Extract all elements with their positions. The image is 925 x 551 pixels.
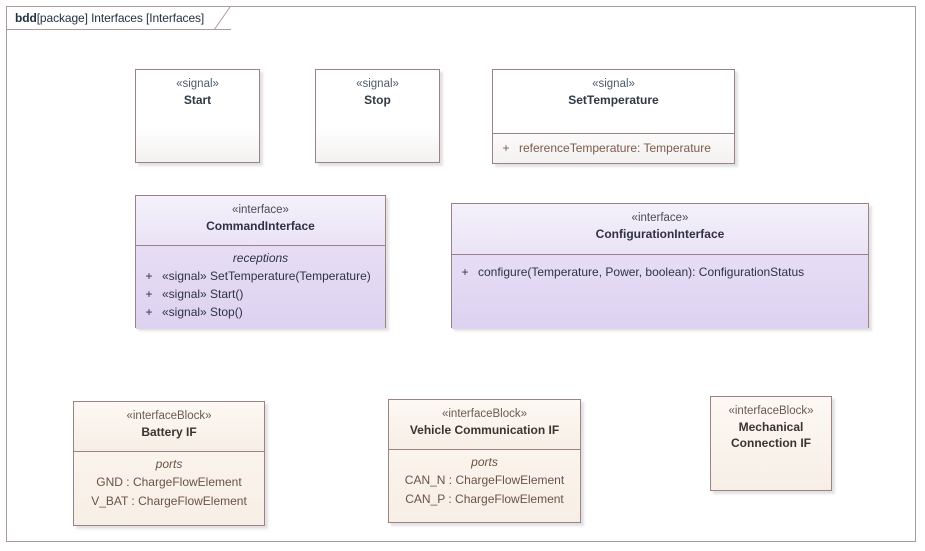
ports-title: ports [155, 457, 183, 471]
node-command-interface[interactable]: «interface» CommandInterface receptions … [135, 195, 386, 329]
operation-visibility: + [461, 265, 469, 279]
start-signal-name: Start [183, 93, 212, 107]
node-set-temperature-signal[interactable]: «signal» SetTemperature + referenceTempe… [492, 69, 735, 164]
battery-if-header: «interfaceBlock» Battery IF [74, 402, 264, 451]
stop-signal-name: Stop [364, 93, 391, 107]
battery-if-ports-compartment: ports GND : ChargeFlowElement V_BAT : Ch… [74, 451, 264, 525]
diagram-title-text: [package] Interfaces [Interfaces] [36, 11, 205, 25]
node-battery-if[interactable]: «interfaceBlock» Battery IF ports GND : … [73, 401, 265, 526]
reception-visibility: + [145, 269, 153, 283]
node-vehicle-communication-if[interactable]: «interfaceBlock» Vehicle Communication I… [388, 399, 581, 523]
mechanical-connection-if-stereotype: «interfaceBlock» [728, 405, 814, 417]
command-interface-name: CommandInterface [206, 219, 315, 233]
node-mechanical-connection-if[interactable]: «interfaceBlock» Mechanical Connection I… [710, 396, 832, 491]
diagram-title-keyword: bdd [15, 11, 37, 25]
attribute-visibility: + [502, 141, 510, 155]
ports-title: ports [471, 455, 498, 469]
port-row: GND : ChargeFlowElement [96, 475, 242, 489]
diagram-title-tab: bdd[package] Interfaces [Interfaces] [7, 7, 231, 30]
set-temperature-header: «signal» SetTemperature [493, 70, 734, 133]
port-row: CAN_P : ChargeFlowElement [405, 492, 564, 506]
set-temperature-stereotype: «signal» [592, 78, 635, 90]
command-interface-stereotype: «interface» [232, 204, 289, 216]
diagram-frame: bdd[package] Interfaces [Interfaces] «si… [6, 6, 916, 542]
configuration-interface-header: «interface» ConfigurationInterface [452, 204, 868, 254]
operation-row: + configure(Temperature, Power, boolean)… [452, 263, 868, 281]
stop-signal-stereotype: «signal» [356, 78, 399, 90]
start-signal-header: «signal» Start [136, 70, 259, 162]
start-signal-stereotype: «signal» [176, 78, 219, 90]
mechanical-connection-if-name-line1: Mechanical [738, 420, 804, 434]
port-row: V_BAT : ChargeFlowElement [91, 494, 247, 508]
configuration-interface-stereotype: «interface» [631, 212, 689, 224]
vehicle-communication-if-header: «interfaceBlock» Vehicle Communication I… [389, 400, 580, 449]
stop-signal-header: «signal» Stop [316, 70, 439, 162]
mechanical-connection-if-header: «interfaceBlock» Mechanical Connection I… [711, 397, 831, 490]
receptions-title: receptions [232, 251, 289, 265]
reception-row: + «signal» Start() [136, 285, 385, 303]
reception-text: «signal» SetTemperature(Temperature) [162, 269, 371, 283]
reception-visibility: + [145, 305, 153, 319]
node-start-signal[interactable]: «signal» Start [135, 69, 260, 163]
set-temperature-name: SetTemperature [568, 93, 659, 107]
reception-visibility: + [145, 287, 153, 301]
reception-row: + «signal» SetTemperature(Temperature) [136, 267, 385, 285]
configuration-interface-name: ConfigurationInterface [595, 227, 725, 241]
mechanical-connection-if-name-line2: Connection IF [731, 436, 811, 450]
attribute-row: + referenceTemperature: Temperature [493, 139, 734, 157]
node-configuration-interface[interactable]: «interface» ConfigurationInterface + con… [451, 203, 869, 329]
battery-if-stereotype: «interfaceBlock» [126, 410, 212, 422]
set-temperature-attributes-compartment: + referenceTemperature: Temperature [493, 133, 734, 163]
command-interface-header: «interface» CommandInterface [136, 196, 385, 245]
battery-if-name: Battery IF [141, 425, 197, 439]
vehicle-communication-if-name: Vehicle Communication IF [409, 423, 560, 437]
command-interface-receptions-compartment: receptions + «signal» SetTemperature(Tem… [136, 245, 385, 329]
reception-text: «signal» Start() [162, 287, 244, 301]
reception-row: + «signal» Stop() [136, 303, 385, 321]
node-stop-signal[interactable]: «signal» Stop [315, 69, 440, 163]
vehicle-communication-if-stereotype: «interfaceBlock» [441, 408, 528, 420]
configuration-interface-operations-compartment: + configure(Temperature, Power, boolean)… [452, 254, 868, 329]
attribute-text: referenceTemperature: Temperature [519, 141, 711, 155]
vehicle-communication-if-ports-compartment: ports CAN_N : ChargeFlowElement CAN_P : … [389, 449, 580, 522]
reception-text: «signal» Stop() [162, 305, 243, 319]
port-row: CAN_N : ChargeFlowElement [404, 473, 565, 487]
operation-text: configure(Temperature, Power, boolean): … [478, 265, 805, 279]
